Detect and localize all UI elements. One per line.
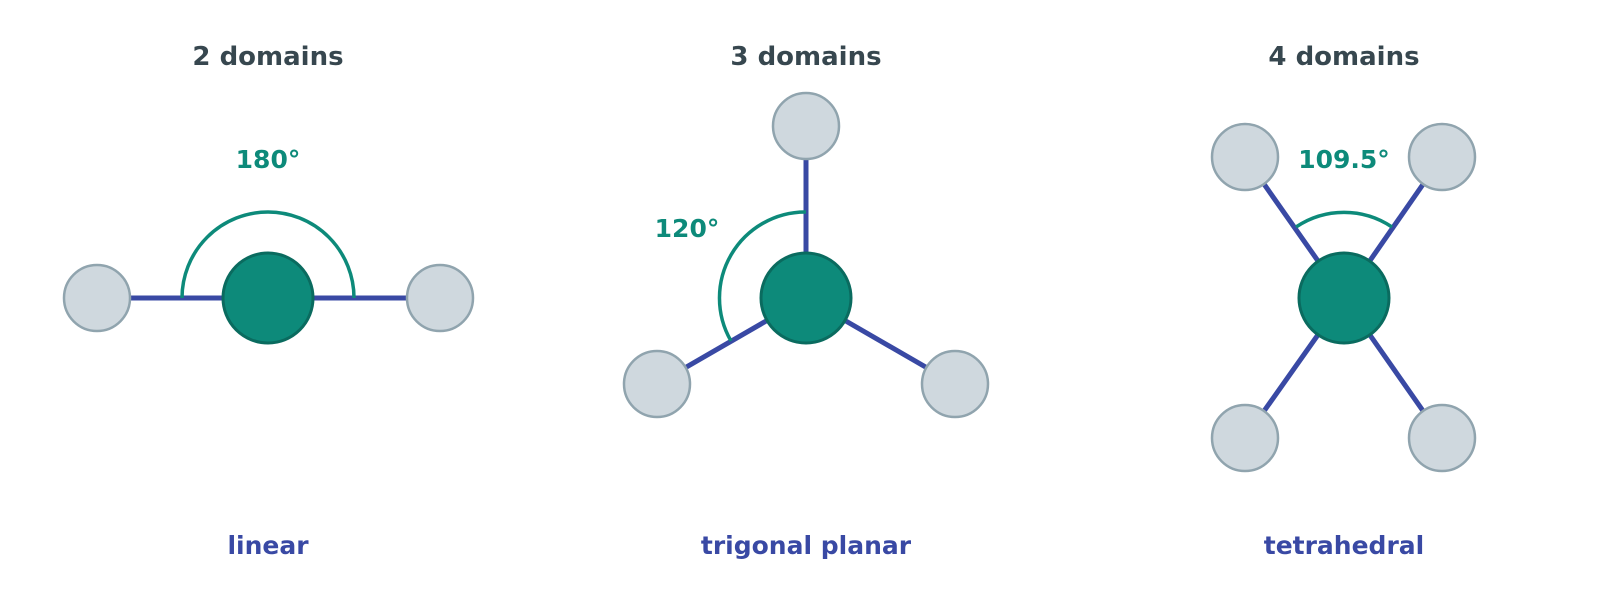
panel-heading: 3 domains [730, 42, 881, 72]
outer-atom-left [62, 263, 132, 333]
angle-arc [717, 210, 807, 342]
panel-tetrahedral: 4 domains 109.5° tetrahedral [1210, 42, 1477, 560]
outer-atom-lower-left [1210, 403, 1280, 473]
outer-atom-right [405, 263, 475, 333]
shape-label: linear [227, 531, 309, 560]
outer-atom-upper-left [1210, 122, 1280, 192]
bond-angle-label: 109.5° [1298, 145, 1390, 174]
shape-label: trigonal planar [701, 531, 912, 560]
outer-atom-top [771, 91, 841, 161]
angle-arc [180, 210, 356, 299]
central-atom [1297, 251, 1391, 345]
outer-atom-lower-right [1407, 403, 1477, 473]
central-atom [221, 251, 315, 345]
panel-heading: 2 domains [192, 42, 343, 72]
angle-arc [1295, 210, 1393, 229]
outer-atom-lower-left [622, 349, 692, 419]
central-atom [759, 251, 853, 345]
bond-angle-label: 120° [655, 214, 720, 243]
panel-linear: 2 domains 180° linear [62, 42, 475, 560]
panel-trigonal-planar: 3 domains 120° trigonal planar [622, 42, 990, 560]
outer-atom-upper-right [1407, 122, 1477, 192]
shape-label: tetrahedral [1264, 531, 1424, 560]
outer-atom-lower-right [920, 349, 990, 419]
panel-heading: 4 domains [1268, 42, 1419, 72]
bond-angle-label: 180° [236, 145, 301, 174]
